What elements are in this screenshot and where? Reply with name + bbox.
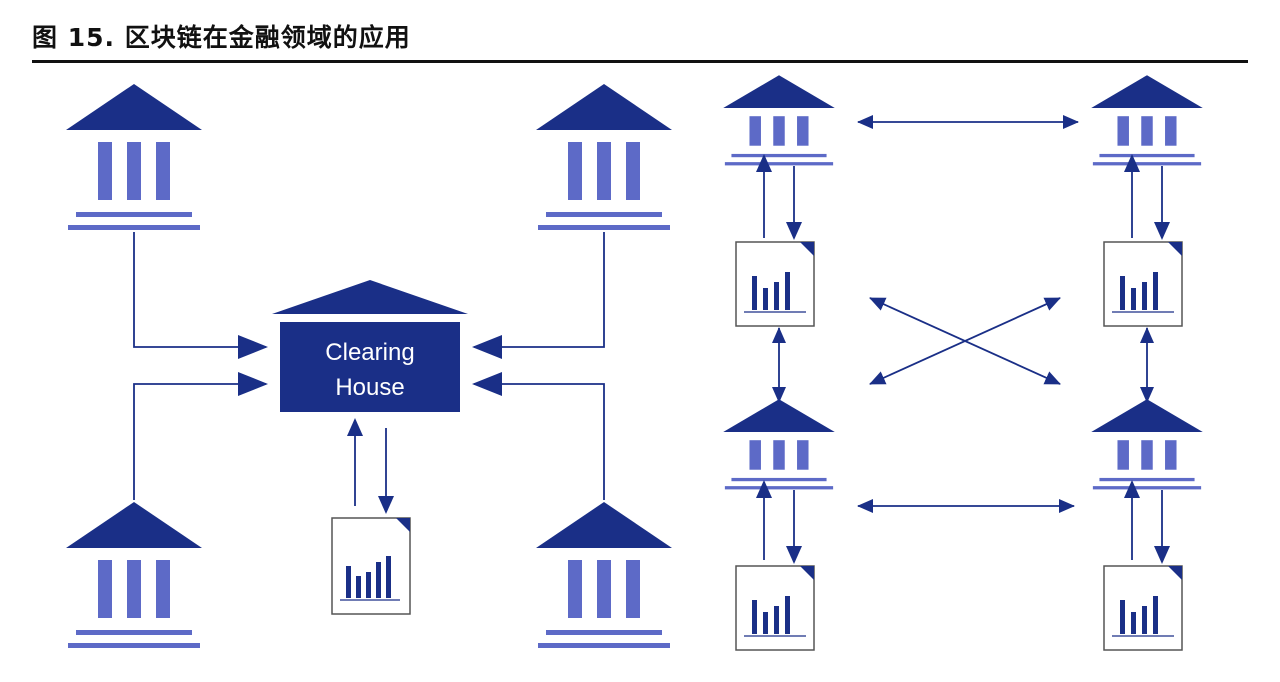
clearing-connectors [133, 232, 605, 514]
ledger-document-node-tr [1103, 241, 1183, 327]
bank-icon-top-right [536, 84, 672, 230]
bank-icon-node-tl [723, 75, 835, 166]
ledger-document-node-bl [735, 565, 815, 651]
bank-icon-node-br [1091, 399, 1203, 490]
arrow-bl-to-clearing [133, 372, 268, 500]
title-rule [32, 60, 1248, 63]
arrow-tl-to-clearing [133, 232, 268, 359]
clearing-house-line1: Clearing [325, 339, 414, 366]
clearing-house: Clearing House [272, 280, 468, 412]
bank-icon-bottom-left [66, 502, 202, 648]
figure-title: 图 15. 区块链在金融领域的应用 [32, 23, 411, 52]
clearing-house-line2: House [335, 374, 404, 401]
bank-icon-node-bl [723, 399, 835, 490]
clearing-house-roof [272, 280, 468, 314]
bank-icon-top-left [66, 84, 202, 230]
ledger-document-node-tl [735, 241, 815, 327]
ledger-document-node-br [1103, 565, 1183, 651]
arrow-cross-2 [869, 297, 1061, 385]
bank-icon-bottom-right [536, 502, 672, 648]
bank-icon-node-tr [1091, 75, 1203, 166]
arrow-br-to-clearing [472, 372, 605, 500]
clearing-house-box [280, 322, 460, 412]
peer-connectors [756, 115, 1170, 564]
arrow-tr-to-clearing [472, 232, 605, 359]
ledger-document-center [331, 517, 411, 615]
